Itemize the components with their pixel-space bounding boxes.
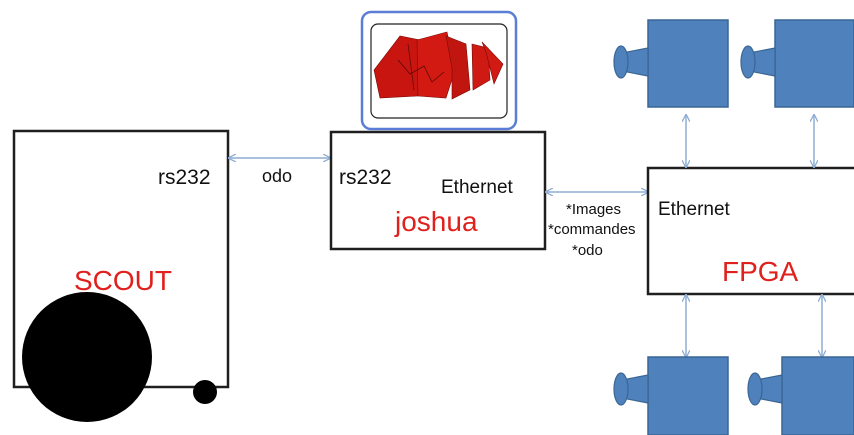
link-odo-label: odo (262, 166, 292, 186)
wheel-icon (22, 292, 152, 422)
joshua-rs232-label: rs232 (339, 166, 392, 189)
link-commandes-label: *commandes (548, 221, 636, 238)
link-odo-label: *odo (572, 242, 603, 259)
scout-title: SCOUT (74, 265, 172, 296)
fpga-ethernet-label: Ethernet (658, 199, 731, 220)
fpga-box (646, 166, 854, 296)
wheel-icon (193, 380, 217, 404)
joshua-block: rs232 Ethernet joshua (329, 130, 547, 251)
joshua-box (329, 130, 547, 251)
camera-icon (613, 19, 729, 108)
camera-icon (747, 356, 854, 435)
fpga-block: Ethernet FPGA (646, 166, 854, 296)
link-joshua-fpga: *Images *commandes *odo (546, 192, 648, 259)
scout-rs232-label: rs232 (158, 166, 211, 189)
map-thumbnail (360, 10, 518, 131)
link-scout-joshua: odo (229, 158, 330, 186)
scout-block: rs232 SCOUT (12, 129, 230, 422)
camera-links (686, 115, 822, 357)
camera-icon (740, 19, 854, 108)
fpga-title: FPGA (722, 256, 799, 287)
joshua-title: joshua (394, 206, 478, 237)
map-thumbnail-icon (373, 31, 504, 100)
joshua-ethernet-label: Ethernet (441, 177, 514, 198)
camera-icon (613, 356, 729, 435)
link-images-label: *Images (566, 201, 621, 218)
